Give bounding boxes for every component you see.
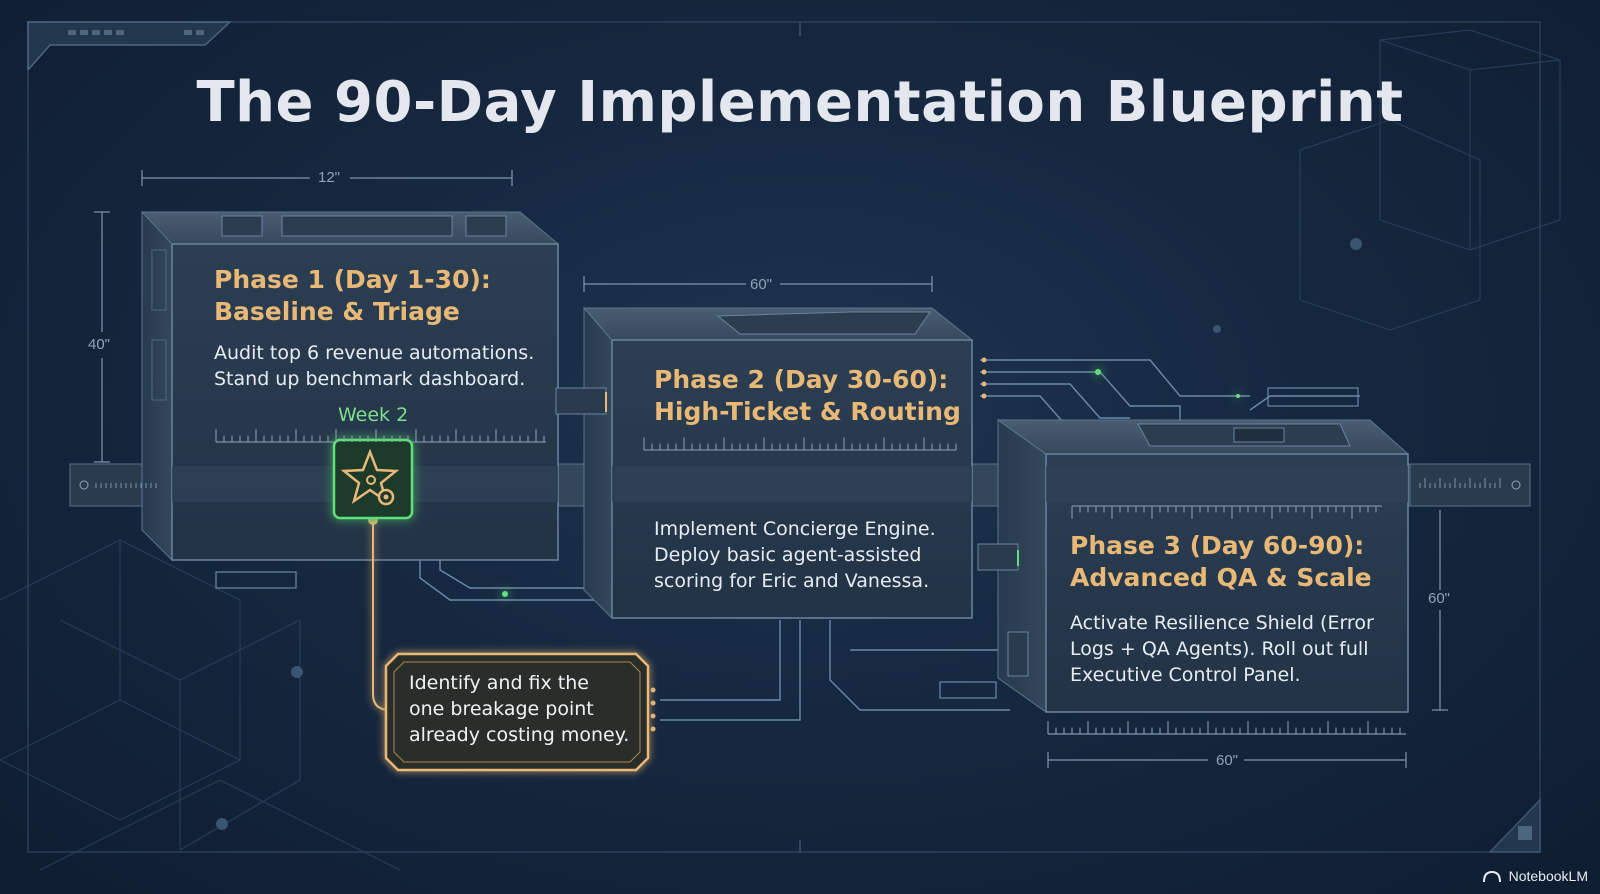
callout-box — [384, 652, 650, 772]
dimension-label-phase2: 60" — [750, 276, 773, 293]
trace-glow-points — [502, 369, 1240, 597]
phase-2-title-line2: High-Ticket & Routing — [654, 397, 961, 426]
phase-1-desc-line1: Audit top 6 revenue automations. — [214, 342, 535, 364]
phase-3-title-line2: Advanced QA & Scale — [1070, 563, 1372, 592]
milestone-label: Week 2 — [338, 404, 409, 426]
dimension-label-top: 12" — [318, 169, 341, 186]
callout-line1: Identify and fix the — [409, 672, 589, 694]
phase-2-desc-line2: Deploy basic agent-assisted — [654, 544, 922, 566]
dimension-label-phase3-width: 60" — [1216, 752, 1239, 769]
callout-line2: one breakage point — [409, 698, 594, 720]
phase-1-title: Phase 1 (Day 1-30): Baseline & Triage — [214, 264, 491, 328]
ruler-1-ticks — [643, 437, 957, 450]
dimension-label-left: 40" — [88, 336, 111, 353]
phase-2-title: Phase 2 (Day 30-60): High-Ticket & Routi… — [654, 364, 961, 428]
callout-line3: already costing money. — [409, 724, 630, 746]
phase-3-description: Activate Resilience Shield (Error Logs +… — [1070, 610, 1374, 688]
ruler-3-ticks — [1047, 721, 1401, 734]
frame-tick-marks — [68, 30, 1532, 840]
background-nodes — [216, 238, 1362, 830]
phase-1-description: Audit top 6 revenue automations. Stand u… — [214, 340, 534, 392]
circuit-traces — [419, 359, 1360, 721]
phase-3-title: Phase 3 (Day 60-90): Advanced QA & Scale — [1070, 530, 1372, 594]
dimension-lines — [94, 170, 1448, 768]
rail-endcap-ticks — [95, 478, 1501, 488]
background-wireframes — [0, 29, 1561, 871]
brand-logo-icon — [1483, 870, 1501, 883]
milestone-callout: Identify and fix the one breakage point … — [409, 670, 629, 748]
page-title: The 90-Day Implementation Blueprint — [196, 70, 1404, 135]
phase-1-desc-line2: Stand up benchmark dashboard. — [214, 368, 526, 390]
phase-3-desc-line1: Activate Resilience Shield (Error — [1070, 612, 1374, 634]
phase-2-description: Implement Concierge Engine. Deploy basic… — [654, 516, 936, 594]
trace-dots — [650, 357, 987, 732]
ruler-0-ticks — [215, 429, 545, 442]
phase-2-title-line1: Phase 2 (Day 30-60): — [654, 365, 949, 394]
phase-2-desc-line1: Implement Concierge Engine. — [654, 518, 936, 540]
phase-2-desc-line3: scoring for Eric and Vanessa. — [654, 570, 930, 592]
phase-1-title-line1: Phase 1 (Day 1-30): — [214, 265, 491, 294]
ruler-2-ticks — [1071, 506, 1377, 519]
phase-3-title-line1: Phase 3 (Day 60-90): — [1070, 531, 1365, 560]
phase-3-desc-line3: Executive Control Panel. — [1070, 664, 1301, 686]
dimension-label-phase3-height: 60" — [1428, 590, 1451, 607]
phase-1-title-line2: Baseline & Triage — [214, 297, 460, 326]
phase-3-desc-line2: Logs + QA Agents). Roll out full — [1070, 638, 1369, 660]
brand-label: NotebookLM — [1508, 868, 1588, 884]
star-gear-icon — [332, 438, 414, 520]
small-chips — [215, 387, 1359, 699]
